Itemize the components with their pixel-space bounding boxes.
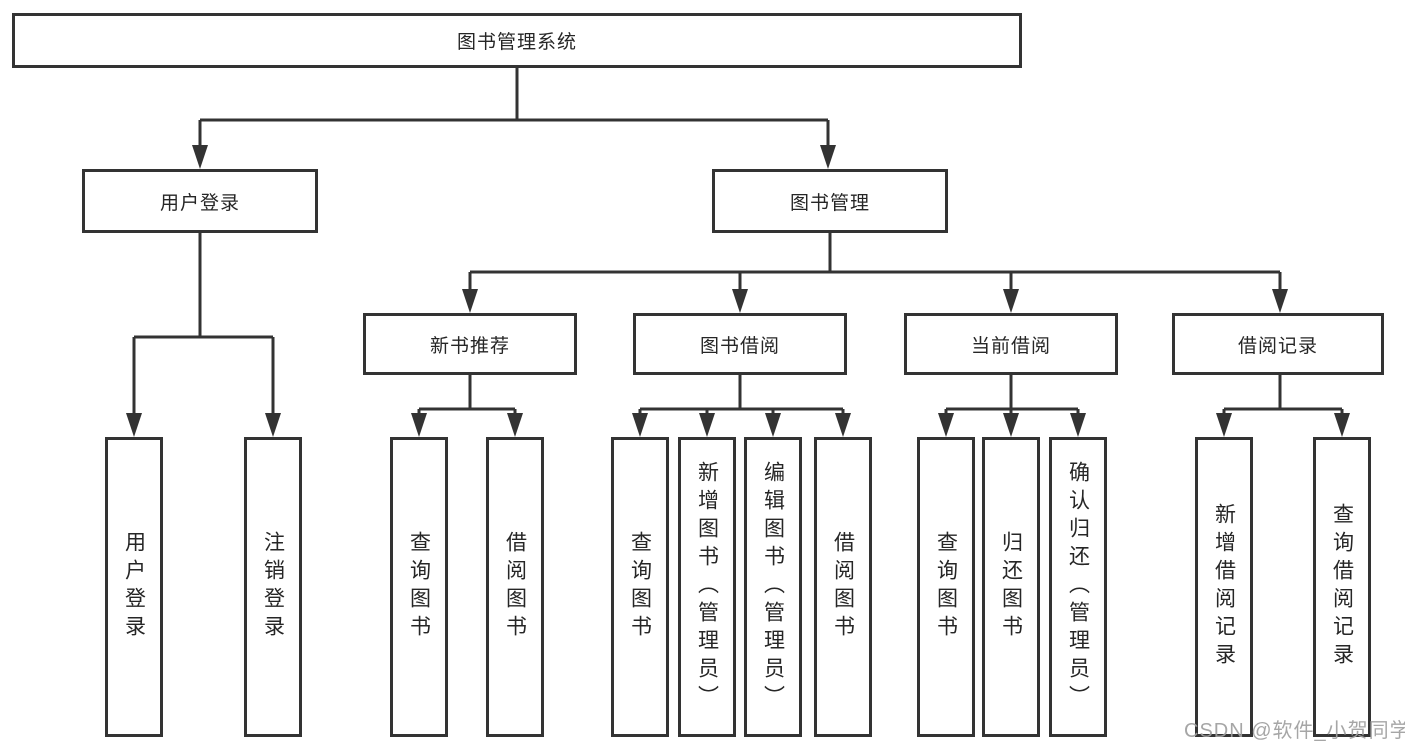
node-label: 图书借阅 (699, 335, 780, 357)
leaf-logout: 注销登录 (244, 437, 302, 737)
node-label: 新增借阅记录 (1212, 503, 1236, 671)
connector-borrow-records (1222, 375, 1344, 415)
arrowhead-icon (732, 289, 748, 313)
arrowhead-icon (462, 289, 478, 313)
node-book-management-branch: 图书管理 (712, 169, 948, 233)
node-label: 查询图书 (934, 531, 958, 643)
arrowhead-icon (938, 413, 954, 437)
connector-borrow-records-arrowheads (1216, 413, 1350, 437)
node-user-login-branch: 用户登录 (82, 169, 318, 233)
connector-book-borrow (638, 375, 845, 415)
node-label: 编辑图书（管理员） (761, 461, 785, 713)
node-label: 查询图书 (628, 531, 652, 643)
connector-current-borrow-arrowheads (938, 413, 1086, 437)
node-label: 新书推荐 (429, 335, 510, 357)
arrowhead-icon (507, 413, 523, 437)
leaf-query-books-recommend: 查询图书 (390, 437, 448, 737)
node-label: 用户登录 (159, 192, 240, 214)
arrowhead-icon (1216, 413, 1232, 437)
node-label: 归还图书 (999, 531, 1023, 643)
connector-current-borrow (944, 375, 1080, 415)
node-label: 当前借阅 (970, 335, 1051, 357)
arrowhead-icon (1272, 289, 1288, 313)
node-current-borrow: 当前借阅 (904, 313, 1118, 375)
arrowhead-icon (820, 145, 836, 169)
leaf-query-books-borrow: 查询图书 (611, 437, 669, 737)
leaf-confirm-return-admin: 确认归还（管理员） (1049, 437, 1107, 737)
node-label: 图书管理系统 (456, 32, 577, 53)
connector-book-management (468, 233, 1282, 291)
leaf-borrow-books: 借阅图书 (814, 437, 872, 737)
connector-new-book-arrowheads (411, 413, 523, 437)
connector-user-login (132, 233, 275, 415)
csdn-watermark: CSDN @软件_小贺同学 (1184, 720, 1405, 742)
arrowhead-icon (265, 413, 281, 437)
leaf-return-book: 归还图书 (982, 437, 1040, 737)
arrowhead-icon (835, 413, 851, 437)
arrowhead-icon (1070, 413, 1086, 437)
arrowhead-icon (1003, 289, 1019, 313)
connector-book-borrow-arrowheads (632, 413, 851, 437)
connector-user-login-arrowheads (126, 413, 281, 437)
node-label: 新增图书（管理员） (695, 461, 719, 713)
node-book-borrow: 图书借阅 (633, 313, 847, 375)
connector-root-arrowheads (192, 145, 836, 169)
arrowhead-icon (765, 413, 781, 437)
leaf-borrow-books-recommend: 借阅图书 (486, 437, 544, 737)
arrowhead-icon (632, 413, 648, 437)
connector-new-book (417, 375, 517, 415)
leaf-user-login: 用户登录 (105, 437, 163, 737)
node-borrow-records: 借阅记录 (1172, 313, 1384, 375)
arrowhead-icon (411, 413, 427, 437)
node-new-book-recommend: 新书推荐 (363, 313, 577, 375)
node-label: 借阅记录 (1237, 335, 1318, 357)
arrowhead-icon (1003, 413, 1019, 437)
connector-root (198, 68, 830, 147)
arrowhead-icon (699, 413, 715, 437)
node-label: 图书管理 (789, 192, 870, 214)
node-label: 借阅图书 (831, 531, 855, 643)
leaf-edit-book-admin: 编辑图书（管理员） (744, 437, 802, 737)
connector-book-management-arrowheads (462, 289, 1288, 313)
node-label: 查询借阅记录 (1330, 503, 1354, 671)
node-label: 借阅图书 (503, 531, 527, 643)
node-label: 查询图书 (407, 531, 431, 643)
node-library-system: 图书管理系统 (12, 13, 1022, 68)
arrowhead-icon (192, 145, 208, 169)
leaf-add-borrow-record: 新增借阅记录 (1195, 437, 1253, 737)
arrowhead-icon (126, 413, 142, 437)
node-label: 用户登录 (122, 531, 146, 643)
node-label: 确认归还（管理员） (1066, 461, 1090, 713)
arrowhead-icon (1334, 413, 1350, 437)
node-label: 注销登录 (261, 531, 285, 643)
leaf-query-borrow-record: 查询借阅记录 (1313, 437, 1371, 737)
leaf-add-book-admin: 新增图书（管理员） (678, 437, 736, 737)
leaf-query-books-current: 查询图书 (917, 437, 975, 737)
